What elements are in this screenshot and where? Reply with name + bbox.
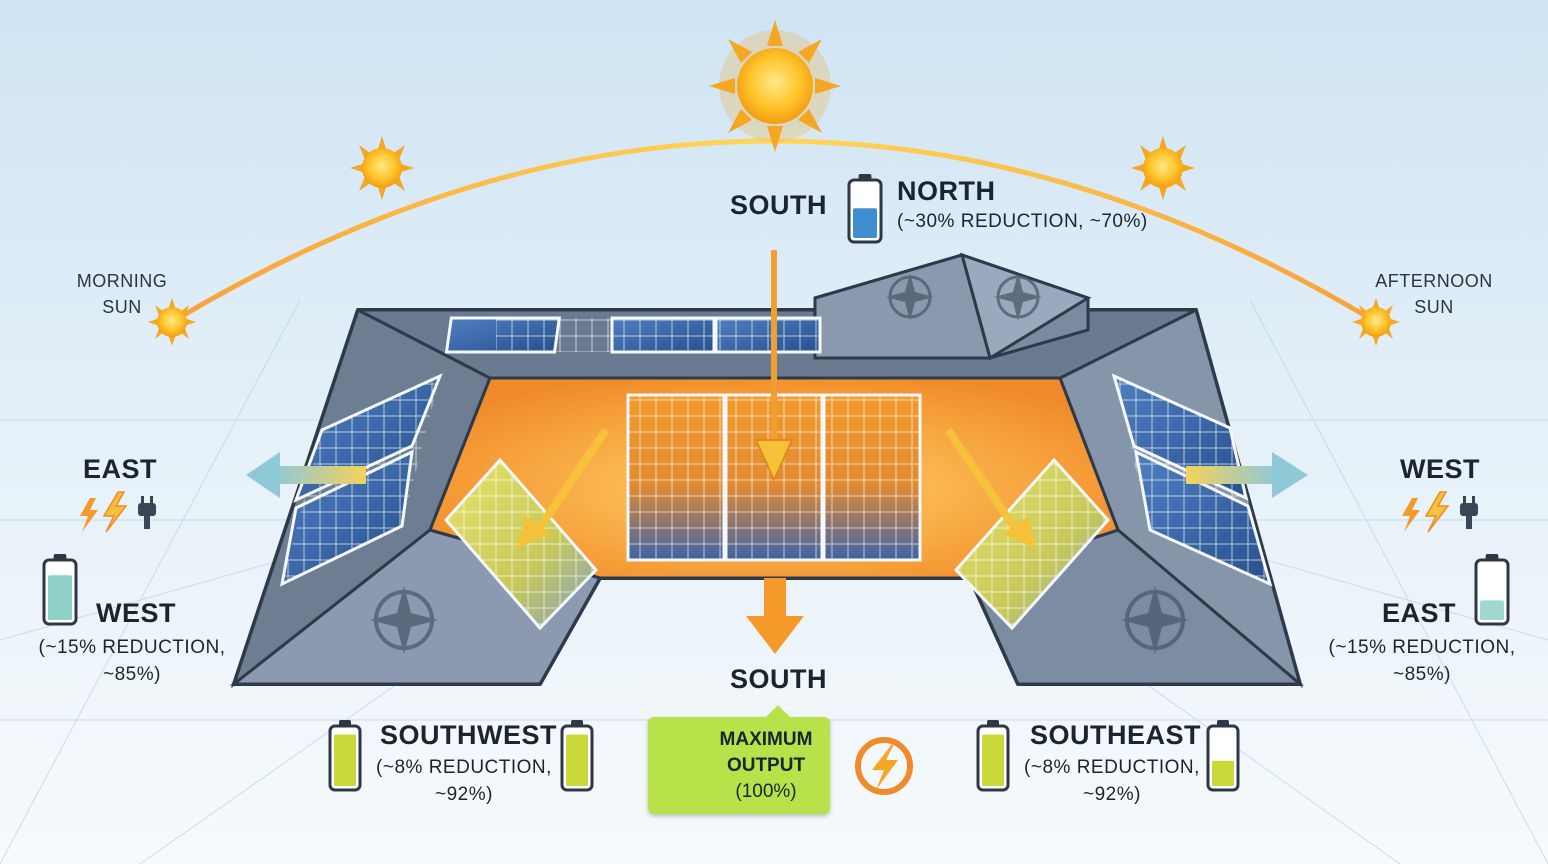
compass-icon-group: [370, 273, 1189, 654]
afternoon-sun-label-line2: SUN: [1414, 297, 1454, 317]
battery-icon-east-fill: [1480, 600, 1504, 620]
sun-icon-afternoon: [1352, 298, 1400, 346]
south-label: SOUTH: [730, 664, 827, 694]
battery-icon-southeast-a: [976, 720, 1010, 792]
sun-icon-morning: [148, 298, 196, 346]
lightning-circle-icon: [855, 737, 913, 795]
battery-icon-southeast-b: [1206, 720, 1240, 792]
battery-icon-southeast-b-fill: [1212, 760, 1234, 786]
east-detail: (~15% REDUCTION, ~85%): [1324, 634, 1520, 688]
battery-icon-southeast-a-fill: [982, 734, 1004, 786]
battery-icon-southwest-b: [560, 720, 594, 792]
sun-icon-midafternoon: [1131, 136, 1195, 200]
southeast-detail: (~8% REDUCTION, ~92%): [1020, 754, 1204, 808]
southwest-label: SOUTHWEST: [380, 720, 557, 750]
west-detail: (~15% REDUCTION, ~85%): [34, 634, 230, 688]
battery-icon-west: [42, 554, 78, 626]
morning-sun-label: MORNING SUN: [68, 268, 176, 320]
afternoon-sun-label: AFTERNOON SUN: [1370, 268, 1498, 320]
north-label: NORTH: [897, 176, 996, 206]
southeast-arrow: [944, 427, 1036, 548]
battery-icon-southwest-a: [328, 720, 362, 792]
battery-icon-north: [847, 174, 883, 244]
max-line2: OUTPUT: [726, 755, 806, 776]
lightning-icon-west: [1402, 491, 1450, 533]
southeast-detail-line1: (~8% REDUCTION,: [1024, 757, 1200, 778]
south-output-arrow: [746, 578, 804, 654]
battery-icon-north-fill: [853, 208, 877, 238]
afternoon-sun-label-line1: AFTERNOON: [1375, 271, 1493, 291]
battery-icon-west-fill: [48, 575, 72, 620]
west-detail-line1: (~15% REDUCTION,: [38, 637, 226, 658]
battery-icon-east: [1474, 554, 1510, 626]
morning-sun-label-line2: SUN: [102, 297, 142, 317]
maximum-output-callout: MAXIMUM OUTPUT (100%): [648, 705, 830, 814]
east-direction-label: EAST: [82, 454, 157, 484]
max-line1: MAXIMUM: [719, 729, 813, 750]
west-arrow: [1186, 452, 1308, 498]
west-label: WEST: [96, 598, 176, 628]
southwest-arrow: [516, 427, 610, 548]
maximum-output-text: MAXIMUM OUTPUT (100%): [706, 727, 826, 805]
max-line3: (100%): [735, 781, 797, 802]
sun-icon-noon: [709, 20, 841, 152]
southeast-label: SOUTHEAST: [1030, 720, 1202, 750]
north-detail: (~30% REDUCTION, ~70%): [897, 211, 1148, 232]
plug-icon-west: [1460, 496, 1478, 529]
sun-icon-midmorning: [350, 136, 414, 200]
southwest-detail-line1: (~8% REDUCTION,: [376, 757, 552, 778]
morning-sun-label-line1: MORNING: [76, 271, 168, 291]
east-detail-line2: ~85%): [1393, 664, 1451, 685]
south-direction-label: SOUTH: [730, 190, 827, 220]
south-down-arrow: [754, 250, 794, 483]
lightning-icon-east: [80, 491, 128, 533]
battery-icon-southwest-b-fill: [566, 734, 588, 786]
west-direction-label: WEST: [1400, 454, 1480, 484]
north-panels: [444, 316, 822, 354]
battery-icon-southwest-a-fill: [334, 734, 356, 786]
southwest-detail-line2: ~92%): [435, 784, 493, 805]
east-detail-line1: (~15% REDUCTION,: [1328, 637, 1516, 658]
southeast-detail-line2: ~92%): [1083, 784, 1141, 805]
west-detail-line2: ~85%): [103, 664, 161, 685]
east-arrow: [246, 452, 366, 498]
plug-icon-east: [138, 496, 156, 529]
east-label: EAST: [1381, 598, 1456, 628]
southwest-detail: (~8% REDUCTION, ~92%): [372, 754, 556, 808]
